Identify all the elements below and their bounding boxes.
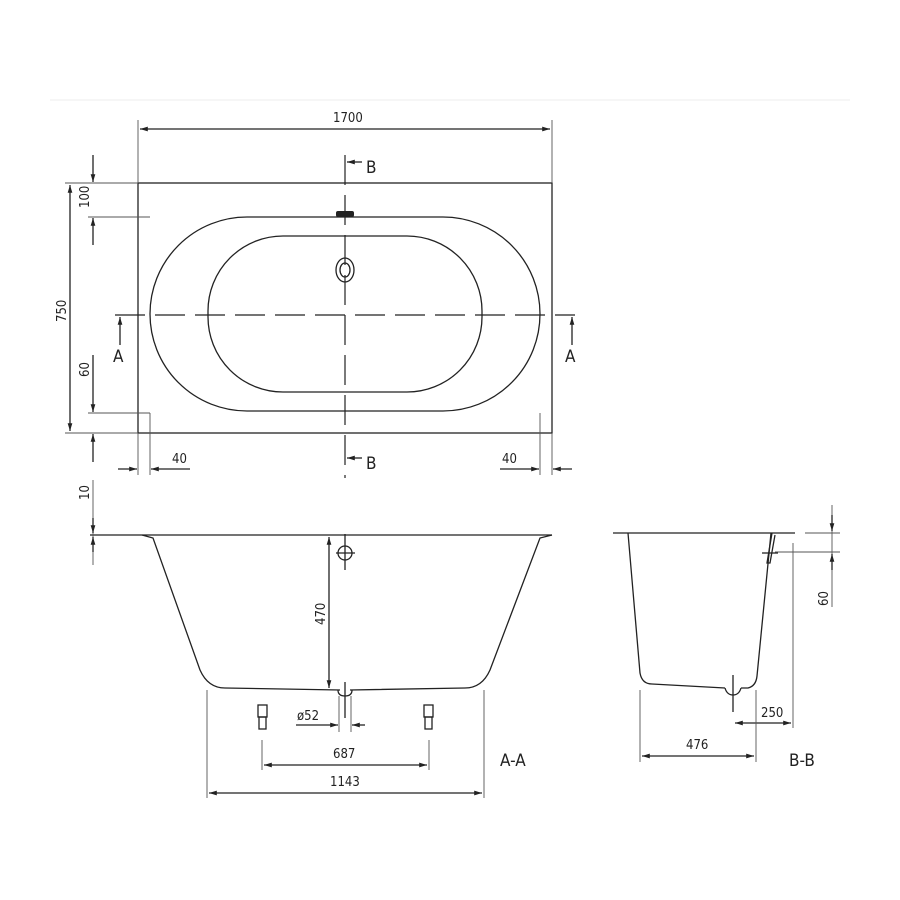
section-b-bottom-label: B xyxy=(366,454,377,474)
overflow-height-value: 60 xyxy=(817,591,832,606)
foot-right-icon xyxy=(423,704,434,730)
rim-back-value: 100 xyxy=(78,186,93,208)
side-left-value: 40 xyxy=(172,452,187,467)
drain-offset-value: 250 xyxy=(761,706,783,721)
section-aa-label: A-A xyxy=(500,751,526,771)
bottom-width-value: 476 xyxy=(686,738,708,753)
drain-diameter-value: ø52 xyxy=(297,709,319,724)
section-bb: 60 250 476 B-B xyxy=(613,505,840,771)
tub-profile-aa xyxy=(141,534,553,691)
drain-inner-icon xyxy=(339,262,351,278)
section-b-top-label: B xyxy=(366,158,377,178)
section-bb-label: B-B xyxy=(789,751,815,771)
top-view: A A B B 1700 750 100 60 40 40 xyxy=(55,111,576,478)
tub-profile-bb xyxy=(627,532,772,689)
inner-depth-value: 470 xyxy=(314,603,329,625)
section-a-right-label: A xyxy=(565,347,576,367)
section-a-left-label: A xyxy=(113,347,124,367)
section-aa: 10 470 ø52 687 1143 A-A xyxy=(78,480,553,798)
bottom-length-value: 1143 xyxy=(330,775,360,790)
feet-spacing-value: 687 xyxy=(333,747,355,762)
rim-front-value: 60 xyxy=(78,362,93,377)
rim-thickness-value: 10 xyxy=(78,485,93,500)
width-value: 1700 xyxy=(333,111,363,126)
foot-left-icon xyxy=(257,704,268,730)
overflow-icon xyxy=(766,532,776,564)
overflow-icon xyxy=(336,211,354,217)
depth-value: 750 xyxy=(55,300,70,322)
drain-icon xyxy=(335,257,355,283)
side-right-value: 40 xyxy=(502,452,517,467)
